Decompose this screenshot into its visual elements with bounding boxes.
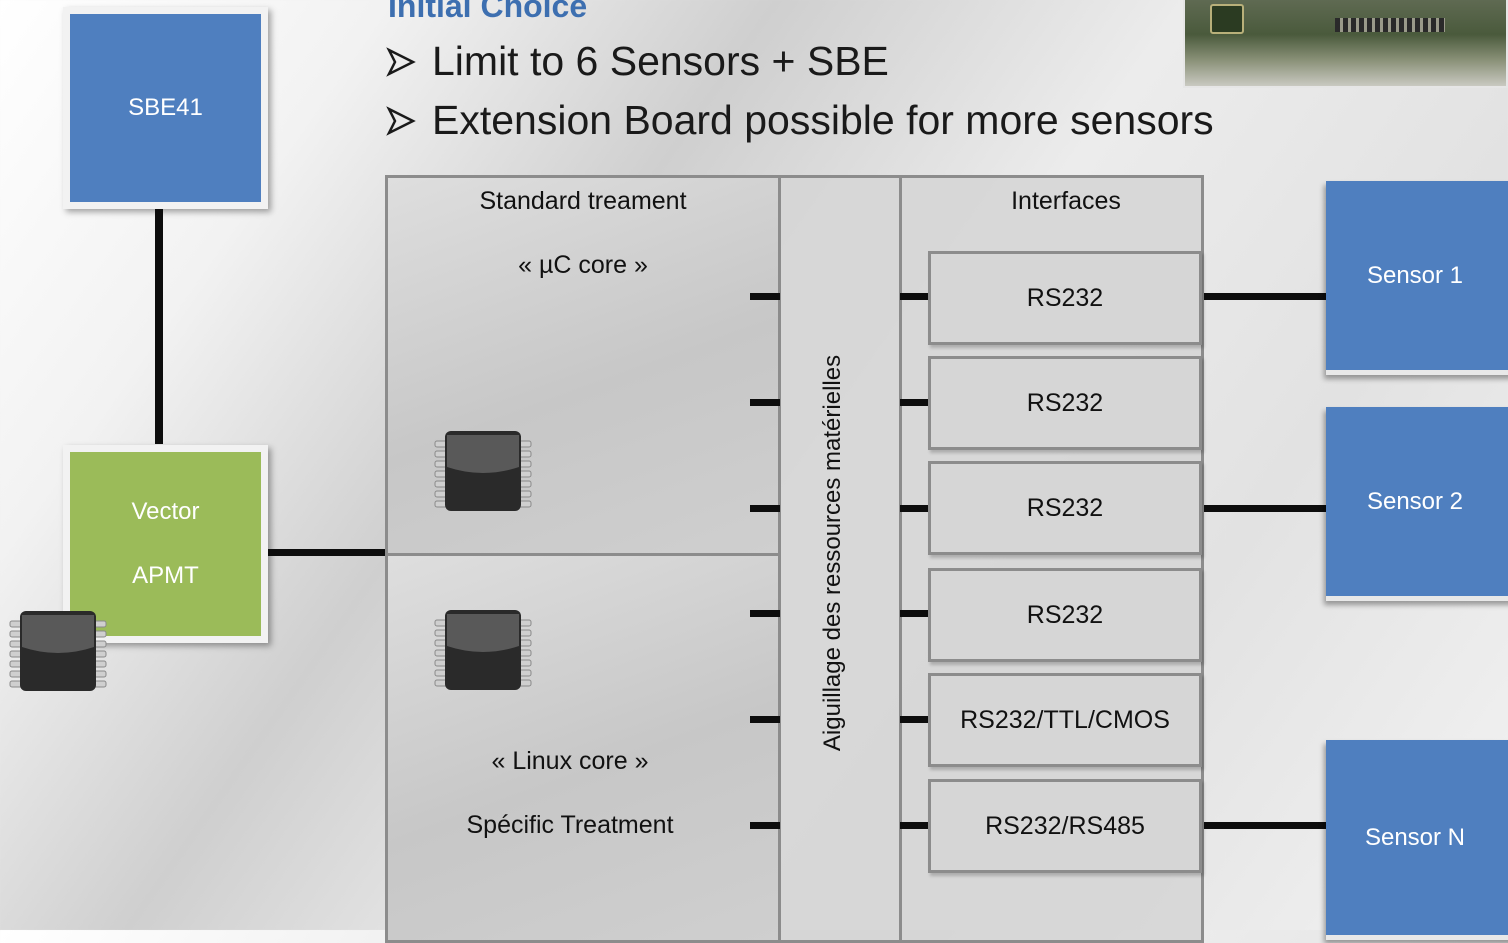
arrow-bullet-icon xyxy=(386,46,416,77)
interface-box: RS232 xyxy=(928,251,1202,345)
interface-box: RS232 xyxy=(928,356,1202,450)
sensor-n-block: Sensor N xyxy=(1326,740,1508,940)
microchip-icon xyxy=(434,431,532,511)
connector-tick xyxy=(750,505,780,512)
connector-tick xyxy=(750,293,780,300)
bullet-item: Extension Board possible for more sensor… xyxy=(386,97,1214,144)
sensor-link xyxy=(1204,822,1326,829)
apmt-label: APMT xyxy=(132,562,199,589)
interface-box: RS232 xyxy=(928,568,1202,662)
sensor-label: Sensor 1 xyxy=(1366,261,1464,289)
connector-tick xyxy=(900,716,928,723)
interface-box: RS232 xyxy=(928,461,1202,555)
microchip-icon xyxy=(9,611,107,691)
uc-core-label: « µC core » xyxy=(518,251,648,279)
vector-apmt-block: Vector APMT xyxy=(63,445,268,643)
sensor-label: Sensor N xyxy=(1364,823,1466,851)
vector-label: Vector xyxy=(131,498,200,525)
vector-board-link xyxy=(268,549,388,556)
sbe41-label: SBE41 xyxy=(128,94,203,121)
connector-tick xyxy=(900,293,928,300)
connector-tick xyxy=(900,822,928,829)
connector-tick xyxy=(750,822,780,829)
interface-box: RS232/TTL/CMOS xyxy=(928,673,1202,767)
connector-tick xyxy=(900,399,928,406)
switch-label: Aiguillage des ressources matérielles xyxy=(819,354,846,752)
specific-treatment-label: Spécific Treatment xyxy=(466,811,674,839)
sensor-1-block: Sensor 1 xyxy=(1326,181,1508,375)
connector-tick xyxy=(750,399,780,406)
sensor-link xyxy=(1204,505,1326,512)
arrow-bullet-icon xyxy=(386,105,416,136)
interface-box: RS232/RS485 xyxy=(928,779,1202,873)
sensor-label: Sensor 2 xyxy=(1366,487,1464,515)
sbe-vector-link xyxy=(155,209,163,444)
linux-core-label: « Linux core » xyxy=(491,747,649,775)
bullet-text: Extension Board possible for more sensor… xyxy=(432,97,1214,143)
board-photo xyxy=(1183,0,1508,88)
connector-tick xyxy=(750,610,780,617)
switch-panel xyxy=(778,175,902,943)
standard-treatment-title: Standard treament xyxy=(479,187,687,215)
sbe41-block: SBE41 xyxy=(63,7,268,209)
microchip-icon xyxy=(434,610,532,690)
bullet-item: Limit to 6 Sensors + SBE xyxy=(386,38,889,85)
bullet-text: Limit to 6 Sensors + SBE xyxy=(432,38,889,84)
sensor-2-block: Sensor 2 xyxy=(1326,407,1508,601)
connector-tick xyxy=(900,505,928,512)
connector-tick xyxy=(750,716,780,723)
connector-tick xyxy=(900,610,928,617)
interfaces-title: Interfaces xyxy=(1011,187,1121,215)
slide-heading: Initial Choice xyxy=(388,0,588,24)
sensor-link xyxy=(1204,293,1326,300)
